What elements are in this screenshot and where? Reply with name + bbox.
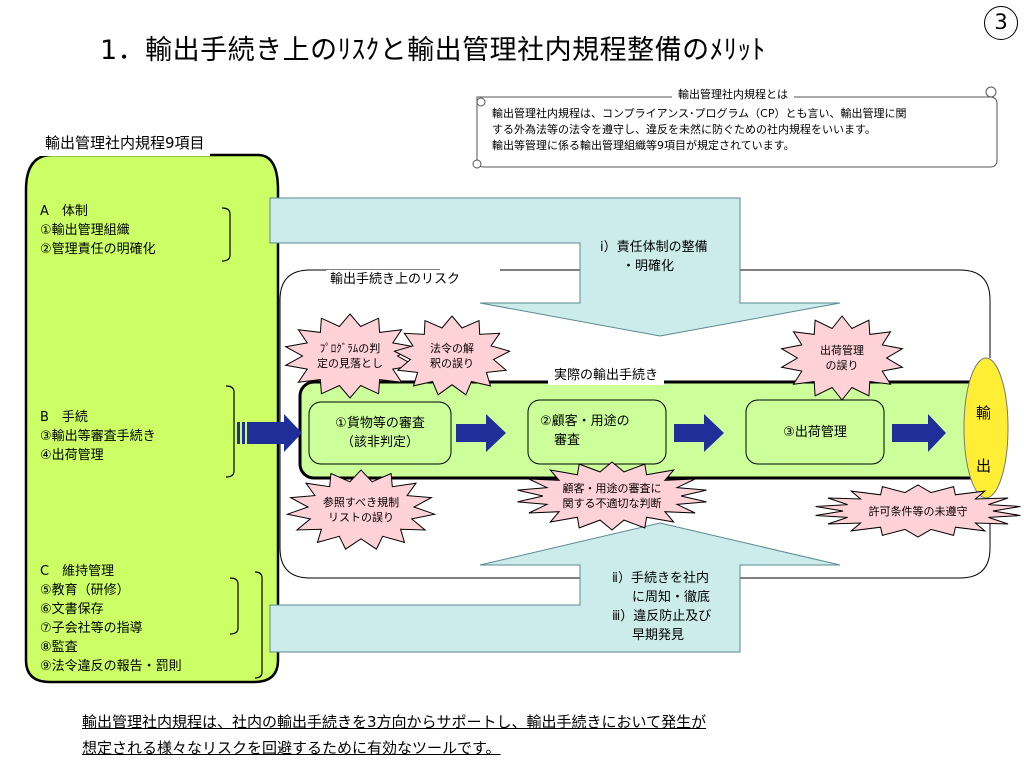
step-3-line-1: ③出荷管理 (783, 424, 847, 440)
process-label: 実際の輸出手続き (548, 366, 665, 385)
risk-burst-permit (815, 484, 1021, 538)
bottom-teal-arrow (269, 522, 841, 653)
risk-burst-shipping (780, 315, 904, 401)
risk-burst-reference (285, 469, 437, 550)
group-a-item-2: ②管理責任の明確化 (40, 242, 156, 257)
export-char-2: 出 (976, 457, 992, 475)
step-1-line-1: ①貨物等の審査 (335, 416, 425, 431)
group-a-title: A 体制 (40, 204, 88, 219)
risk-customer-line-2: 関する不適切な判断 (562, 497, 662, 510)
bracket-b (225, 385, 235, 478)
footer-line-1: 輸出管理社内規程は、社内の輸出手続きを3方向からサポートし、輸出手続きにおいて発… (82, 713, 707, 731)
risk-customer-label: 顧客・用途の審査に 関する不適切な判断 (544, 478, 680, 514)
group-c-item-4: ⑧監査 (40, 640, 78, 655)
panel-group-c: C 維持管理 ⑤教育（研修） ⑥文書保存 ⑦子会社等の指導 ⑧監査 ⑨法令違反の… (40, 562, 182, 676)
top-arrow-label-2: ・明確化 (622, 259, 675, 274)
info-scroll-curl-top (476, 97, 486, 107)
panel-header: 輸出管理社内規程9項目 (40, 130, 210, 156)
risk-law-label: 法令の解 釈の誤り (412, 338, 492, 374)
page-title: 1．輸出手続き上のﾘｽｸと輸出管理社内規程整備のﾒﾘｯﾄ (100, 35, 766, 66)
step-2: ②顧客・用途の 審査 (540, 412, 630, 450)
step-2-line-2: 審査 (554, 433, 581, 448)
risk-reference-label: 参照すべき規制 リストの誤り (306, 492, 416, 528)
step-arrow-1 (456, 414, 506, 452)
step-1-line-2: （該非判定） (340, 435, 419, 450)
export-oval (963, 357, 1009, 499)
group-c-item-2: ⑥文書保存 (40, 602, 104, 617)
risk-shipping-line-2: の誤り (825, 359, 859, 372)
top-teal-arrow (269, 197, 841, 337)
risk-permit-line-1: 許可条件等の未遵守 (868, 504, 968, 518)
group-a-item-1: ①輸出管理組織 (40, 223, 130, 238)
bottom-arrow-label-3: ⅲ）違反防止及び (612, 609, 712, 624)
bottom-arrow-label-4: 早期発見 (632, 628, 685, 643)
risk-program-label: ﾌﾟﾛｸﾞﾗﾑの判 定の見落とし (300, 338, 400, 374)
group-c-item-3: ⑦子会社等の指導 (40, 621, 143, 636)
bracket-a (221, 207, 231, 262)
bottom-arrow-label-2: に周知・徹底 (632, 590, 711, 605)
step-1: ①貨物等の審査 （該非判定） (309, 402, 451, 464)
panel-entry-arrow (237, 414, 302, 452)
group-b-item-1: ③輸出等審査手続き (40, 429, 156, 444)
top-arrow-label: ⅰ）責任体制の整備 ・明確化 (600, 238, 708, 276)
risk-law-line-1: 法令の解 (430, 342, 474, 355)
step-arrow-2 (674, 414, 724, 452)
panel-group-a: A 体制 ①輸出管理組織 ②管理責任の明確化 (40, 202, 156, 259)
risk-program-line-2: 定の見落とし (317, 357, 383, 370)
risk-area-label: 輸出手続き上のリスク (326, 270, 465, 289)
risk-shipping-line-1: 出荷管理 (820, 344, 864, 357)
risk-reference-line-2: リストの誤り (328, 511, 394, 524)
step-box-1 (308, 401, 452, 465)
bottom-arrow-label: ⅱ）手続きを社内 に周知・徹底 ⅲ）違反防止及び 早期発見 (612, 569, 711, 645)
info-scroll-line-1: 輸出管理社内規程は、コンプライアンス･プログラム（CP）とも言い、輸出管理に関 (492, 107, 907, 120)
group-c-title: C 維持管理 (40, 564, 115, 579)
group-b-title: B 手続 (40, 410, 88, 425)
info-scroll-line-3: 輸出等管理に係る輸出管理組織等9項目が規定されています。 (492, 139, 795, 152)
page-number-badge: 3 (984, 6, 1018, 40)
info-scroll-curl-left (472, 159, 482, 169)
group-b-item-2: ④出荷管理 (40, 448, 104, 463)
step-box-2 (527, 399, 667, 465)
panel-header-spacer (40, 136, 260, 137)
info-scroll-heading: 輸出管理社内規程とは (672, 87, 794, 102)
risk-customer-line-1: 顧客・用途の審査に (562, 482, 662, 495)
bracket-c2 (254, 571, 263, 679)
risk-reference-line-1: 参照すべき規制 (322, 496, 400, 509)
footer-line-2: 想定される様々なリスクを回避するために有効なツールです。 (82, 739, 501, 757)
step-arrow-3 (892, 414, 946, 452)
risk-burst-program (284, 313, 416, 399)
export-char-1: 輸 (976, 404, 992, 422)
left-panel-shape (24, 153, 280, 684)
risk-program-line-1: ﾌﾟﾛｸﾞﾗﾑの判 (319, 342, 381, 355)
bracket-c1 (229, 577, 239, 635)
risk-burst-customer (517, 461, 707, 531)
panel-group-b: B 手続 ③輸出等審査手続き ④出荷管理 (40, 408, 156, 465)
group-c-item-5: ⑨法令違反の報告・罰則 (40, 659, 182, 674)
bottom-arrow-label-1: ⅱ）手続きを社内 (612, 571, 709, 586)
step-3: ③出荷管理 (746, 400, 884, 464)
info-scroll-line-2: する外為法等の法令を遵守し、違反を未然に防ぐための社内規程をいいます。 (492, 123, 876, 136)
step-box-3 (745, 399, 885, 465)
risk-burst-law (393, 315, 511, 396)
group-c-item-1: ⑤教育（研修） (40, 583, 130, 598)
risk-law-line-2: 釈の誤り (430, 357, 474, 370)
risk-permit-label: 許可条件等の未遵守 (838, 500, 998, 522)
step-2-line-1: ②顧客・用途の (540, 414, 630, 429)
risk-shipping-label: 出荷管理 の誤り (800, 340, 884, 376)
top-arrow-label-1: ⅰ）責任体制の整備 (600, 240, 708, 255)
info-scroll-curl-right (985, 86, 997, 98)
